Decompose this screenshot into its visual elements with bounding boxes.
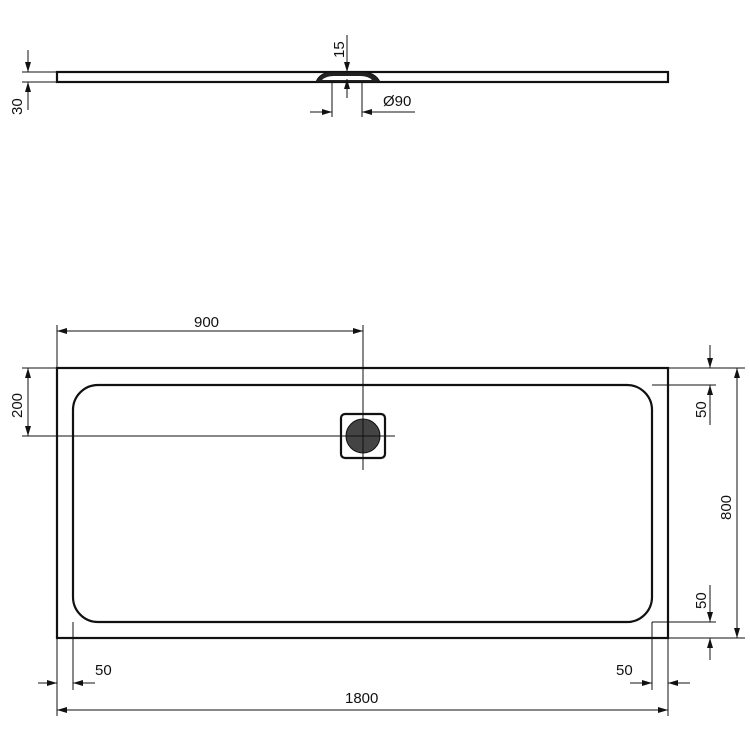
- drain-opening: [322, 76, 372, 80]
- dim-rim-left: 50: [95, 662, 112, 679]
- plan-view: 900 200 800 50 50 50 50 1800: [9, 314, 745, 716]
- dim-length: 1800: [345, 690, 378, 707]
- dim-rim-top: 50: [693, 401, 710, 418]
- dim-drain-depth: 15: [331, 41, 348, 58]
- dim-thickness: 30: [9, 98, 26, 115]
- dim-drain-diameter: Ø90: [383, 93, 411, 110]
- dim-width: 800: [718, 495, 735, 520]
- dim-drain-offset-x: 900: [194, 314, 219, 331]
- dim-rim-right: 50: [616, 662, 633, 679]
- dim-drain-offset-y: 200: [9, 393, 26, 418]
- dim-rim-bottom: 50: [693, 592, 710, 609]
- side-view: 30 15 Ø90: [9, 35, 670, 117]
